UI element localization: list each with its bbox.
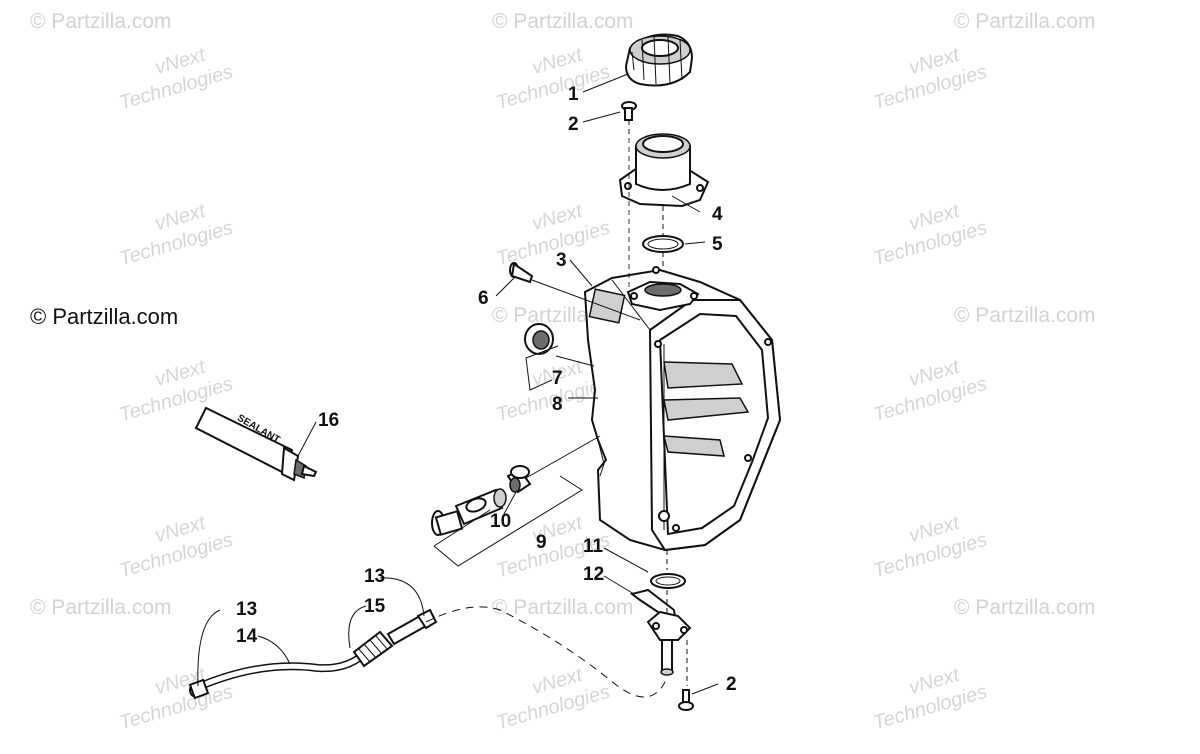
callout-numbers: 1 2 3 4 5 6 7 8 9 10 11 12 13 15 13 14 1… <box>236 84 737 695</box>
callout-12: 12 <box>583 564 604 585</box>
callout-3: 3 <box>556 250 567 271</box>
part-grommet <box>524 323 554 355</box>
part-o-ring-lower-inner <box>655 576 681 586</box>
callout-8: 8 <box>552 394 563 415</box>
callout-15: 15 <box>364 596 386 617</box>
part-oil-tank <box>583 266 782 552</box>
callout-16: 16 <box>318 410 339 431</box>
part-o-ring-lower <box>650 573 686 589</box>
callout-4: 4 <box>712 204 723 225</box>
watermark-partzilla: © Partzilla.com <box>954 304 1096 327</box>
watermark-partzilla: © Partzilla.com <box>492 596 634 619</box>
watermark-partzilla: © Partzilla.com <box>492 10 634 33</box>
callout-7: 7 <box>552 368 563 389</box>
part-screw-bottom <box>678 689 694 711</box>
callout-11: 11 <box>583 536 604 557</box>
watermark-partzilla: © Partzilla.com <box>954 10 1096 33</box>
callout-5: 5 <box>712 234 723 255</box>
part-fill-cap <box>624 33 694 87</box>
part-hose-clamp <box>352 608 438 668</box>
partzilla-watermarks: © Partzilla.com © Partzilla.com © Partzi… <box>30 10 1096 619</box>
part-filler-neck <box>618 133 710 208</box>
callout-2-bottom: 2 <box>726 674 737 695</box>
callout-6: 6 <box>478 288 489 309</box>
part-screw-top <box>621 101 637 121</box>
part-o-ring <box>642 235 684 253</box>
watermark-partzilla: © Partzilla.com <box>30 596 172 619</box>
part-o-ring-inner <box>647 238 679 250</box>
watermark-partzilla: © Partzilla.com <box>30 10 172 33</box>
callout-9: 9 <box>536 532 547 553</box>
callout-1: 1 <box>568 84 579 105</box>
part-bushing <box>506 465 532 494</box>
part-level-sensor <box>431 488 507 536</box>
watermark-partzilla: © Partzilla.com <box>954 596 1096 619</box>
callout-10: 10 <box>490 511 511 532</box>
part-hose <box>188 647 371 700</box>
part-outlet-fitting <box>629 588 692 676</box>
part-bolt <box>509 262 534 284</box>
part-sealant-tube: SEALANT <box>194 406 318 482</box>
leader-lines <box>197 73 719 698</box>
callout-2: 2 <box>568 114 579 135</box>
callout-13-left: 13 <box>236 599 257 620</box>
callout-13: 13 <box>364 566 385 587</box>
copyright-credit: © Partzilla.com <box>30 304 178 329</box>
callout-14: 14 <box>236 626 258 647</box>
